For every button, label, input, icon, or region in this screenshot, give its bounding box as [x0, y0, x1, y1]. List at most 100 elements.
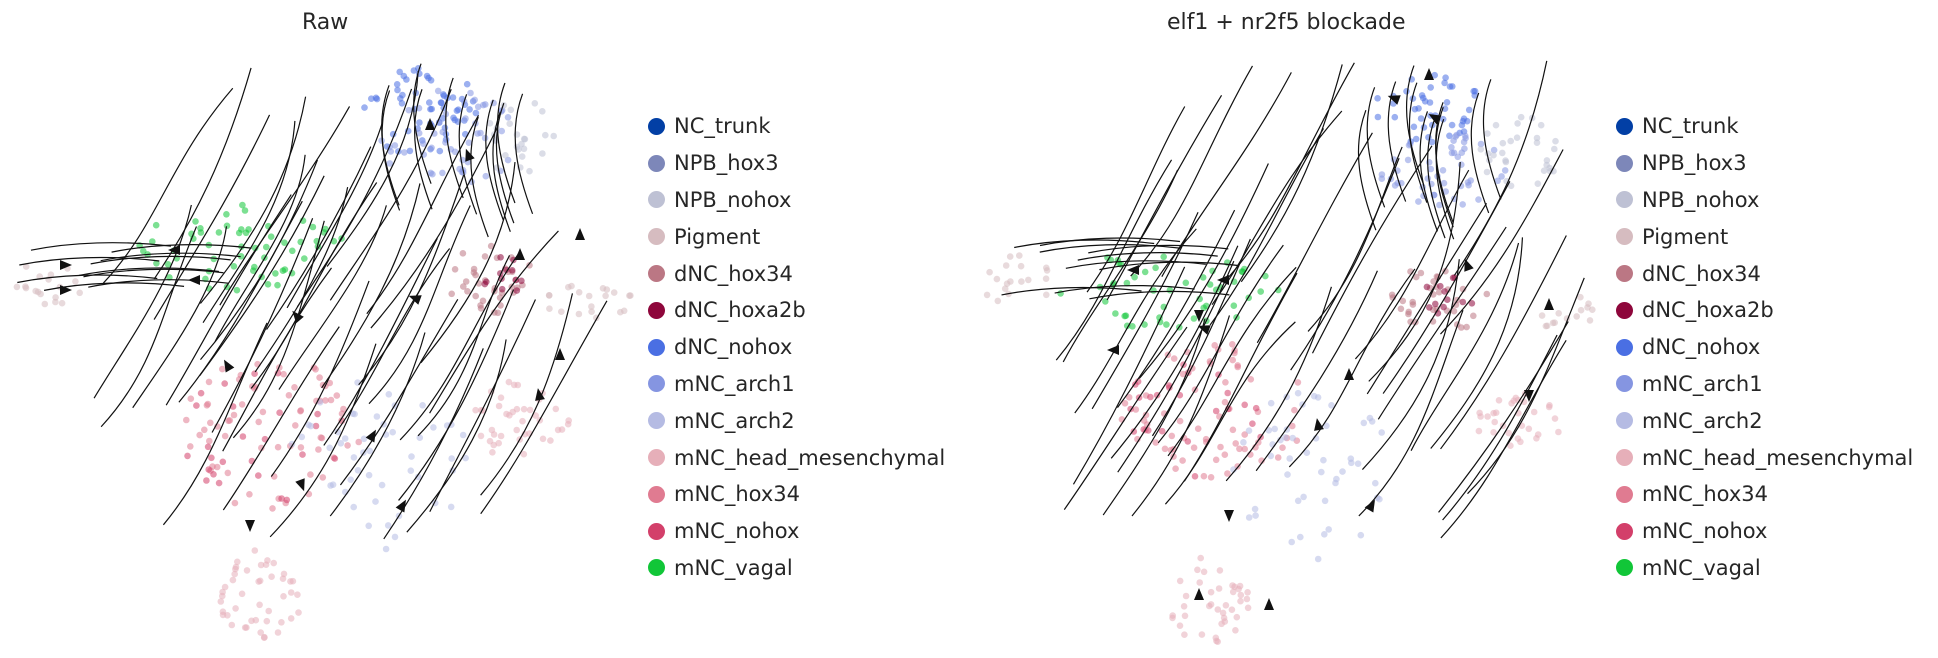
- cell-point: [1475, 427, 1483, 435]
- cell-point: [274, 443, 282, 451]
- cell-point: [1230, 302, 1238, 310]
- cell-point: [312, 422, 320, 430]
- cell-point: [1530, 408, 1538, 416]
- legend-marker: [1616, 265, 1633, 283]
- cell-point: [1441, 105, 1449, 112]
- cell-point: [520, 145, 528, 153]
- cell-point: [1459, 285, 1467, 293]
- cell-point: [491, 309, 498, 316]
- streamline: [1358, 309, 1464, 517]
- cell-point: [373, 95, 381, 103]
- cell-point: [482, 172, 490, 180]
- legend-item: mNC_arch2: [1616, 402, 1913, 439]
- streamline: [420, 161, 516, 364]
- streamline: [414, 89, 433, 210]
- cell-point: [373, 413, 381, 420]
- legend-item: mNC_arch2: [648, 402, 945, 439]
- streamline: [211, 218, 314, 433]
- cell-point: [396, 68, 404, 76]
- legend-marker: [1616, 412, 1633, 430]
- cell-point: [1190, 444, 1198, 452]
- cell-point: [1425, 159, 1433, 166]
- cell-point: [1252, 512, 1259, 519]
- cell-point: [316, 374, 323, 381]
- cell-point: [1247, 376, 1255, 383]
- cell-point: [1551, 319, 1558, 327]
- cell-point: [439, 128, 447, 136]
- cell-point: [552, 405, 560, 413]
- cell-point: [232, 605, 239, 612]
- streamline: [100, 252, 241, 262]
- cell-point: [1459, 201, 1466, 208]
- cell-point: [448, 455, 456, 462]
- streamline: [1102, 318, 1206, 516]
- cell-point: [575, 310, 583, 318]
- cell-point: [230, 263, 238, 270]
- cell-point: [243, 567, 251, 574]
- legend-item: mNC_arch1: [1616, 366, 1913, 403]
- streamline-arrow: [245, 520, 255, 532]
- cell-point: [283, 496, 291, 504]
- streamline: [153, 114, 271, 320]
- cell-point: [1206, 602, 1213, 610]
- cell-point: [1200, 568, 1208, 576]
- streamline: [1151, 238, 1251, 437]
- cell-point: [287, 615, 295, 622]
- cell-point: [196, 431, 203, 439]
- streamline: [1062, 169, 1179, 363]
- cell-point: [1412, 273, 1420, 281]
- legend-item: NC_trunk: [1616, 108, 1913, 145]
- streamline-arrow: [1364, 499, 1375, 513]
- cell-point: [337, 440, 345, 447]
- cell-point: [378, 137, 385, 144]
- cell-point: [1477, 146, 1485, 153]
- legend-label: NC_trunk: [1642, 114, 1739, 139]
- cell-point: [344, 442, 351, 449]
- cell-point: [251, 547, 259, 554]
- cell-point: [232, 563, 240, 571]
- cell-point: [539, 150, 546, 157]
- cell-point: [187, 443, 194, 450]
- cell-point: [242, 229, 250, 237]
- cell-point: [448, 290, 456, 298]
- streamline: [495, 102, 515, 224]
- legend-marker: [1616, 191, 1633, 209]
- streamline: [1442, 334, 1558, 521]
- cell-point: [1312, 435, 1320, 442]
- cell-point: [518, 153, 526, 160]
- cell-point: [1325, 526, 1332, 533]
- streamline: [266, 146, 372, 330]
- cell-point: [1190, 315, 1198, 322]
- cell-point: [449, 94, 457, 101]
- streamline: [202, 120, 296, 324]
- cell-point: [481, 134, 489, 142]
- cell-point: [1378, 429, 1385, 436]
- cell-point: [1424, 175, 1432, 182]
- streamline: [296, 88, 413, 308]
- cell-point: [1222, 379, 1229, 386]
- cell-point: [1214, 606, 1222, 613]
- streamline: [1065, 260, 1206, 269]
- cell-point: [1025, 276, 1032, 284]
- cell-point: [994, 297, 1002, 305]
- cell-point: [382, 545, 390, 553]
- cell-point: [428, 144, 435, 152]
- cell-point: [1418, 92, 1426, 99]
- cell-point: [274, 281, 281, 289]
- cell-point: [255, 578, 262, 585]
- cell-point: [1458, 161, 1465, 168]
- cell-point: [360, 435, 368, 443]
- cell-point: [1448, 144, 1455, 151]
- cell-point: [493, 164, 501, 171]
- streamline: [1408, 82, 1428, 203]
- cell-point: [1271, 425, 1278, 433]
- cell-point: [1404, 156, 1412, 164]
- cell-point: [1043, 291, 1050, 299]
- cell-point: [1314, 555, 1322, 563]
- cell-point: [203, 477, 210, 484]
- cell-point: [1207, 588, 1215, 596]
- cell-point: [1441, 288, 1448, 295]
- cell-point: [164, 261, 172, 268]
